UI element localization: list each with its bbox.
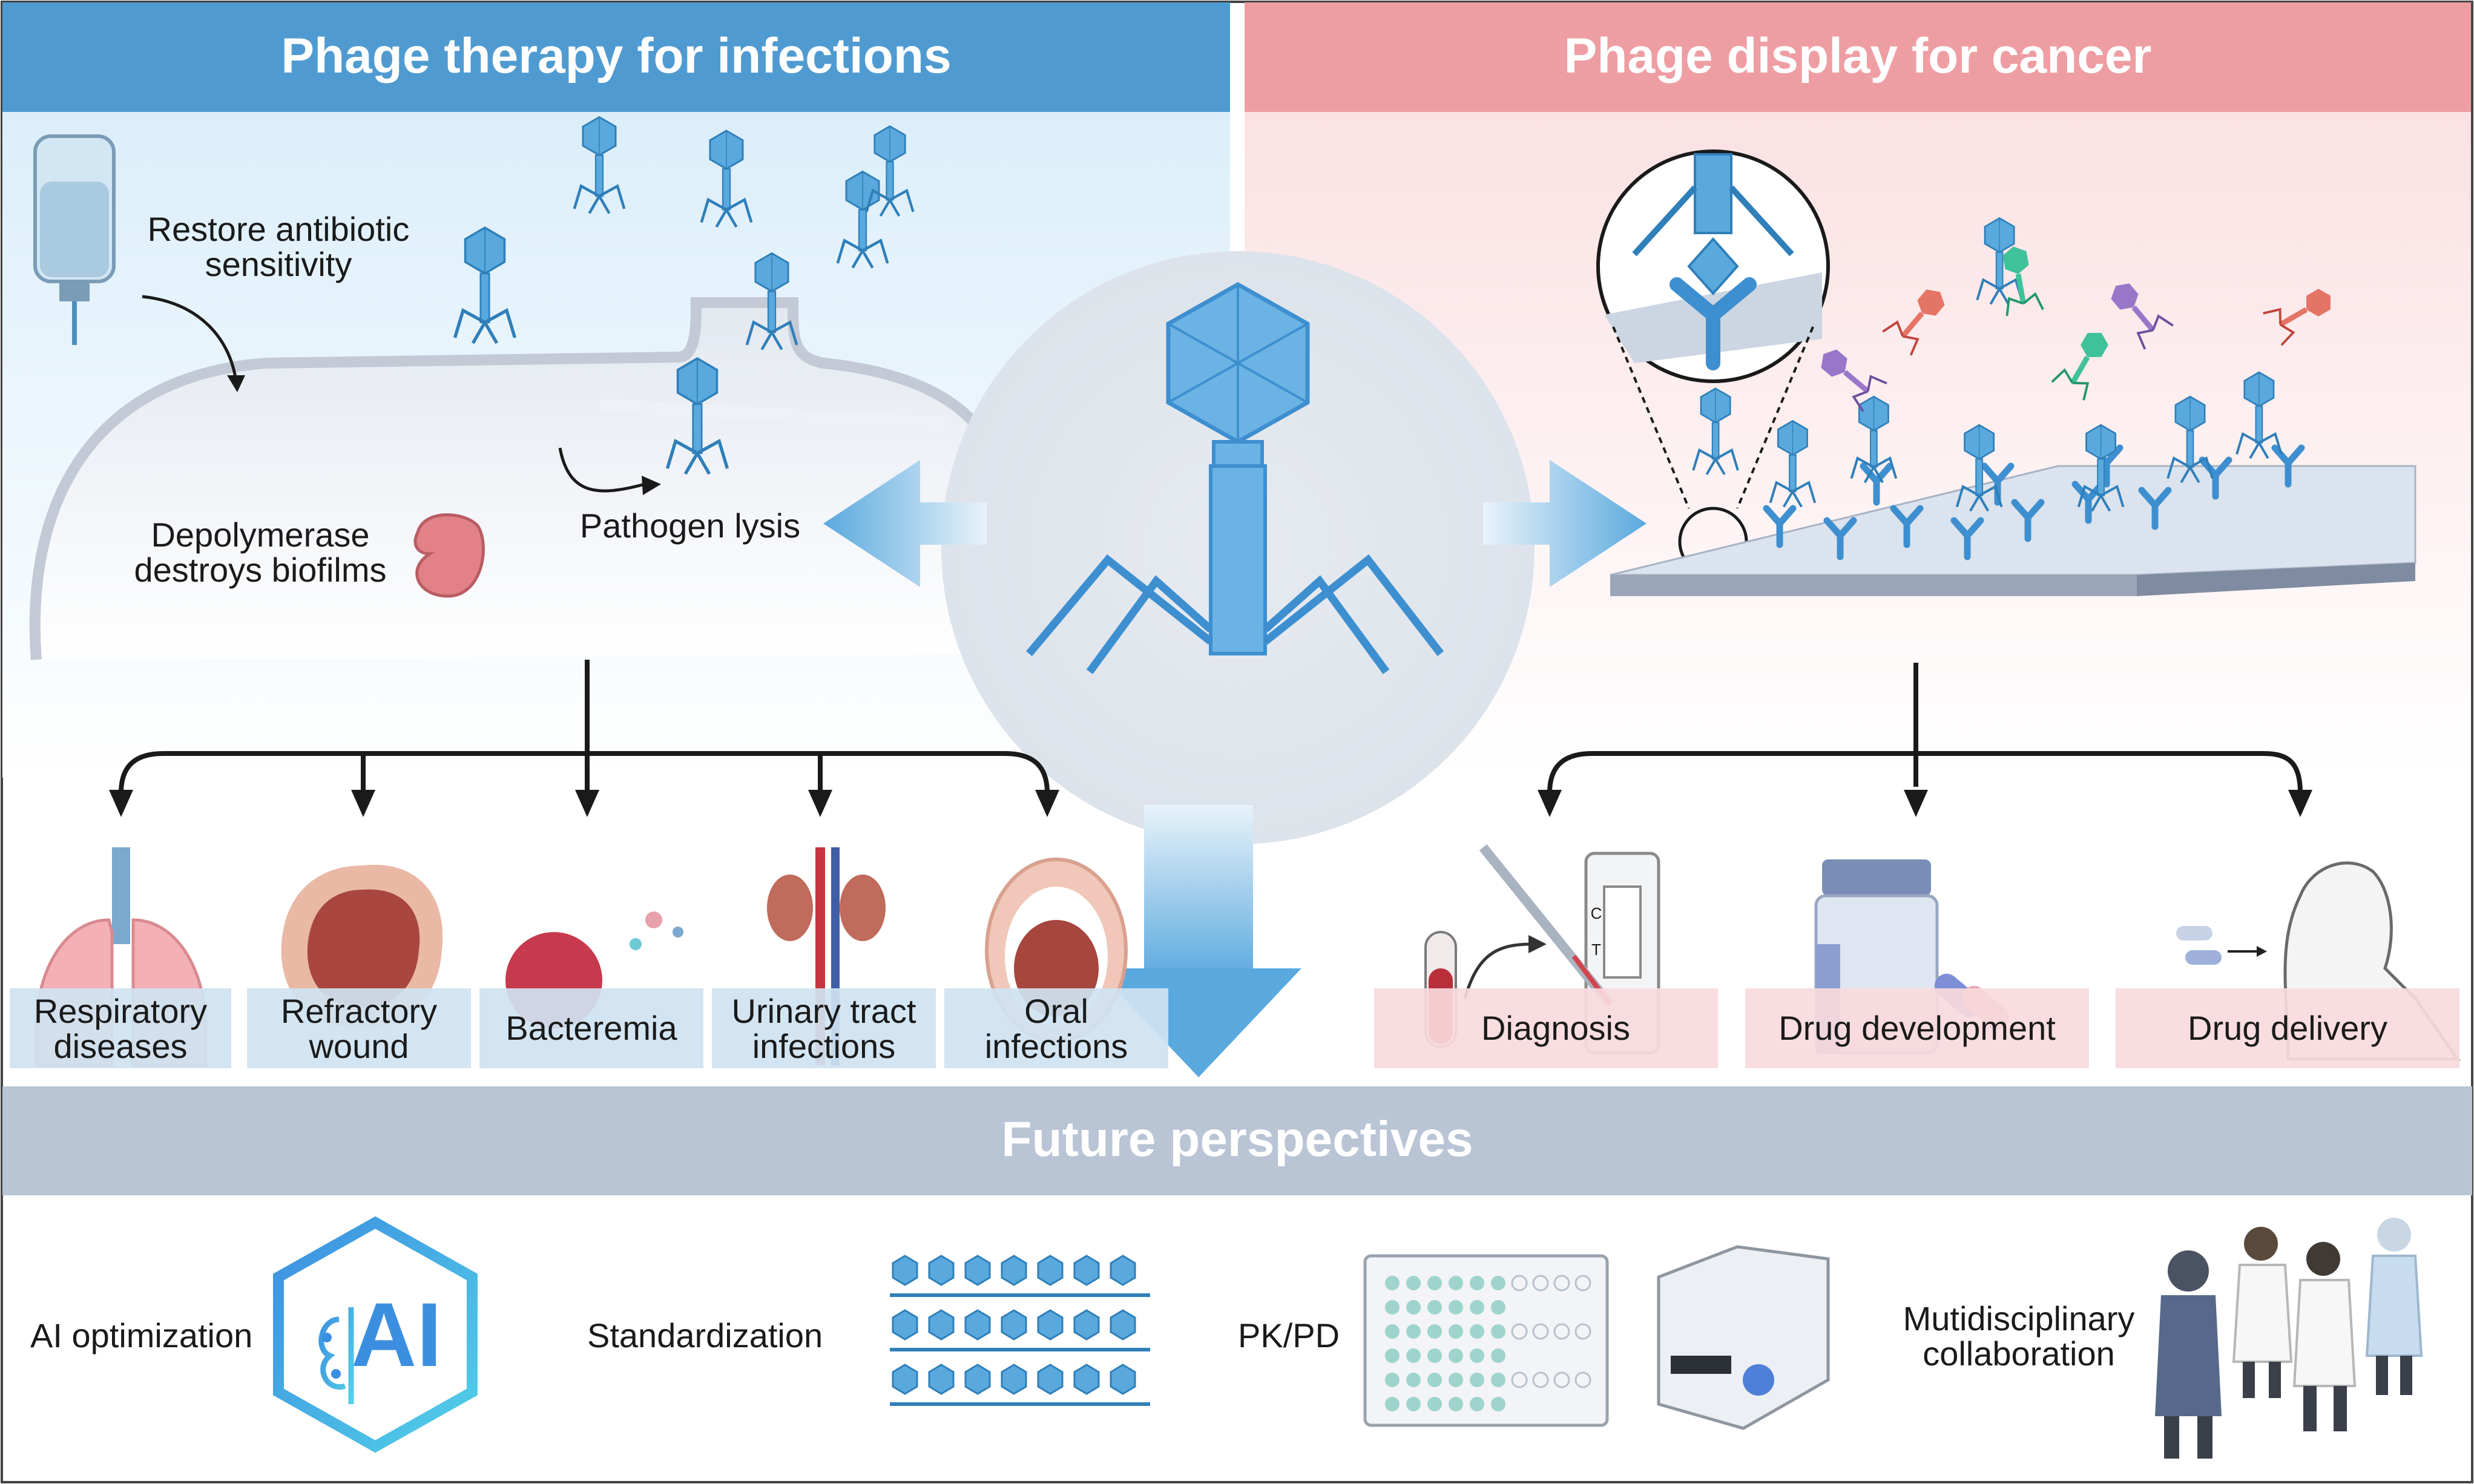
lysis-label: Pathogen lysis bbox=[579, 507, 801, 545]
right-arrow bbox=[1483, 460, 1647, 587]
display-header-bar bbox=[1245, 2, 2471, 112]
therapy-branch-arrows bbox=[119, 660, 2303, 796]
future-standardization-label: Standardization bbox=[587, 1316, 823, 1354]
therapy-header: Phage therapy for infections bbox=[281, 28, 952, 84]
label-box bbox=[1374, 988, 1718, 1068]
phage-array-icon bbox=[892, 1255, 1136, 1395]
strip-letter-c: C bbox=[1590, 904, 1602, 922]
well-plate-icon bbox=[1363, 1254, 1609, 1427]
future-ai-label: AI optimization bbox=[30, 1316, 253, 1354]
infection-label-bacteremia: Bacteremia bbox=[505, 1009, 677, 1047]
infection-label-wound: Refractory wound bbox=[280, 992, 438, 1065]
depolymerase-icon bbox=[413, 513, 485, 598]
future-header: Future perspectives bbox=[1001, 1112, 1473, 1167]
future-pkpd-label: PK/PD bbox=[1238, 1316, 1340, 1354]
ai-logo-text: AI bbox=[351, 1284, 442, 1385]
label-box bbox=[479, 988, 703, 1068]
infection-label-urinary: Urinary tract infections bbox=[731, 992, 916, 1065]
infection-label-respiratory: Respiratory diseases bbox=[33, 992, 208, 1065]
down-arrow bbox=[1144, 805, 1253, 980]
label-box bbox=[10, 988, 231, 1068]
label-box bbox=[1745, 988, 2089, 1068]
phage-array-tails bbox=[890, 1293, 1150, 1406]
iv-bag-icon bbox=[33, 134, 116, 345]
label-box bbox=[944, 988, 1168, 1068]
central-phage-icon bbox=[1026, 281, 1444, 674]
future-multidisciplinary-label: Mutidisciplinary collaboration bbox=[1903, 1299, 2135, 1373]
left-arrow bbox=[823, 460, 987, 587]
people-icon bbox=[2155, 1218, 2423, 1459]
cancer-label-drug-delivery: Drug delivery bbox=[2188, 1009, 2387, 1047]
future-header-bar bbox=[2, 1086, 2472, 1195]
restore-label: Restore antibiotic sensitivity bbox=[147, 210, 410, 283]
display-header: Phage display for cancer bbox=[1564, 28, 2152, 84]
cancer-label-drug-development: Drug development bbox=[1778, 1009, 2056, 1047]
infection-label-oral: Oral infections bbox=[984, 992, 1128, 1065]
label-box bbox=[2116, 988, 2459, 1068]
depolymerase-label: Depolymerase destroys biofilms bbox=[134, 516, 387, 589]
plate-reader-icon bbox=[1657, 1245, 1830, 1430]
ai-logo-icon bbox=[273, 1216, 478, 1453]
wound-icon bbox=[281, 864, 443, 1029]
bacterial-cell bbox=[29, 297, 1035, 660]
label-box bbox=[712, 988, 936, 1068]
cancer-label-diagnosis: Diagnosis bbox=[1481, 1009, 1630, 1047]
strip-letter-t: T bbox=[1591, 941, 1601, 959]
label-box bbox=[247, 988, 471, 1068]
kidney-icon bbox=[767, 847, 886, 1065]
therapy-header-bar bbox=[2, 2, 1230, 112]
